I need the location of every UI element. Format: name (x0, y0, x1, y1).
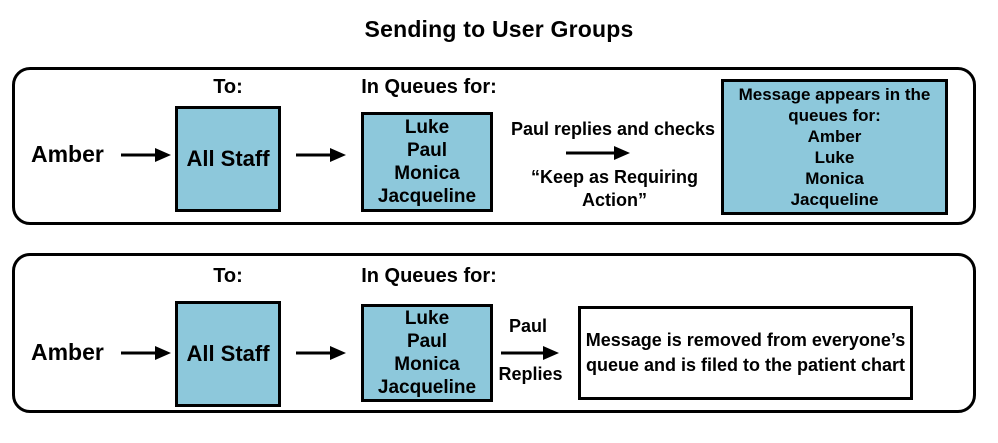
sender-label: Amber (31, 339, 104, 365)
result-line: Luke (814, 148, 855, 167)
page-title: Sending to User Groups (364, 16, 634, 42)
to-column-header: To: (213, 76, 243, 98)
action-annotation-line2: “Keep as Requiring Action” (530, 167, 699, 210)
recipient-group-label: All Staff (186, 341, 270, 366)
result-box: Message appears in the queues for: Amber… (721, 79, 948, 215)
flow-arrow-icon (296, 345, 346, 361)
result-line: Jacqueline (790, 190, 879, 209)
queue-members-box: Luke Paul Monica Jacqueline (361, 112, 493, 212)
result-line: queues for: (788, 106, 881, 125)
action-annotation-line1: Paul replies and checks (510, 119, 716, 139)
recipient-group-label: All Staff (186, 146, 270, 171)
result-box: Message is removed from everyone’s queue… (578, 306, 913, 400)
queue-member: Luke (404, 308, 450, 329)
queue-member: Monica (394, 354, 460, 375)
queue-member: Jacqueline (377, 186, 477, 207)
flow-arrow-icon (296, 147, 346, 163)
queues-column-header: In Queues for: (361, 265, 497, 287)
queue-member: Monica (394, 163, 460, 184)
result-line: Amber (807, 127, 862, 146)
queue-member: Paul (406, 140, 448, 161)
flow-arrow-icon (566, 145, 630, 161)
result-line: Message is removed from everyone’s (585, 330, 906, 350)
sender-label: Amber (31, 141, 104, 167)
action-annotation-bottom: Replies (498, 364, 563, 384)
flow-arrow-icon (501, 345, 559, 361)
queues-column-header: In Queues for: (361, 76, 497, 98)
queue-member: Paul (406, 331, 448, 352)
panel-keep-as-requiring-action: Amber To: All Staff In Queues for: Luke … (12, 67, 976, 225)
queue-members-box: Luke Paul Monica Jacqueline (361, 304, 493, 402)
result-line: queue and is filed to the patient chart (585, 355, 906, 375)
result-line: Message appears in the (738, 85, 931, 104)
flow-arrow-icon (121, 147, 171, 163)
queue-member: Jacqueline (377, 377, 477, 398)
flow-arrow-icon (121, 345, 171, 361)
queue-member: Luke (404, 117, 450, 138)
result-line: Monica (805, 169, 864, 188)
to-column-header: To: (213, 265, 243, 287)
panel-reply-files-message: To: In Queues for: Amber All Staff Luke … (12, 253, 976, 413)
action-annotation-top: Paul (508, 316, 547, 336)
recipient-group-box: All Staff (175, 301, 281, 407)
recipient-group-box: All Staff (175, 106, 281, 212)
